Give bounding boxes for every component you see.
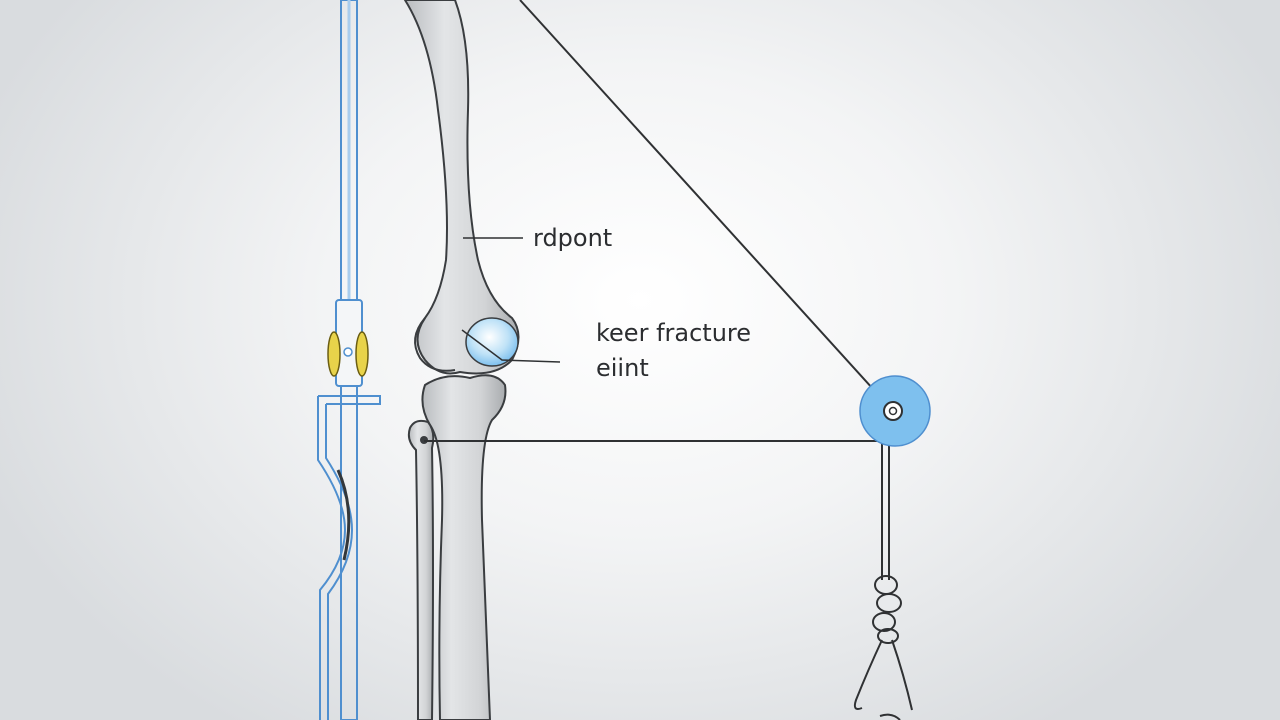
joint-leader-line: [461, 329, 561, 363]
clamp-bolt: [343, 347, 353, 357]
yellow-clamp-left: [327, 331, 341, 377]
traction-cords: [424, 0, 894, 580]
femur-label: rdpont: [533, 224, 612, 252]
yellow-clamp-right: [355, 331, 369, 377]
fracture-label-line2: eiint: [596, 354, 649, 382]
hook-bottom: [879, 713, 901, 720]
chain-link-2: [876, 593, 902, 613]
chain-link-3: [872, 612, 896, 632]
hook-right-arm: [891, 639, 913, 711]
pulley-hub-outer: [883, 401, 903, 421]
femur-bone: [403, 0, 520, 375]
chain-link-4: [877, 628, 899, 644]
splint-curve-shadow: [336, 469, 351, 561]
femur-shaft: [403, 0, 520, 375]
splint-rail-inner: [325, 404, 354, 720]
weight-hook-icon: [853, 575, 913, 720]
splint-rail-outer: [317, 396, 347, 720]
tibia-bone: [421, 374, 507, 720]
chain-link-1: [874, 575, 898, 595]
lower-leg-bones: [407, 374, 507, 720]
femur-medial-condyle: [414, 317, 456, 372]
traction-frame: [317, 0, 381, 720]
hook-left-arm: [853, 639, 883, 710]
frame-bracket: [318, 395, 381, 405]
upper-traction-cord: [519, 0, 894, 412]
knee-joint-highlight: [465, 317, 519, 367]
pulley-wheel-icon: [859, 375, 931, 447]
pulley-hub-inner: [888, 406, 898, 416]
fibula-bone: [407, 419, 435, 720]
fracture-label-line1: keer fracture: [596, 319, 751, 347]
